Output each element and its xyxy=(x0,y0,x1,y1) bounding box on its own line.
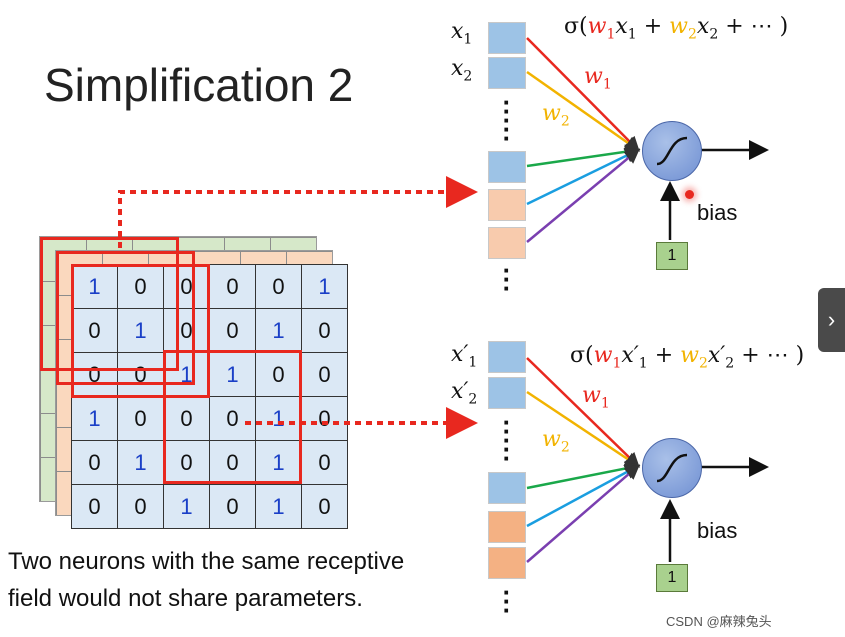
chevron-right-icon: › xyxy=(827,307,836,332)
bottom-input-label-2: x′2 xyxy=(451,379,478,408)
caption-line-2: field would not share parameters. xyxy=(8,585,363,612)
grid-cell: 1 xyxy=(72,265,118,309)
top-bias-input: 1 xyxy=(656,242,688,270)
grid-cell: 0 xyxy=(256,265,302,309)
grid-cell: 1 xyxy=(72,397,118,441)
grid-cell: 0 xyxy=(302,441,348,485)
bottom-input-box-4 xyxy=(488,511,526,543)
receptive-field-top xyxy=(71,264,210,398)
grid-cell: 0 xyxy=(72,309,118,353)
top-weight-label-1: w1 xyxy=(584,64,612,93)
top-bias-label: bias xyxy=(697,200,738,225)
receptive-field-back xyxy=(40,237,179,371)
grid-cell: 0 xyxy=(302,485,348,529)
grid-cell: 0 xyxy=(164,397,210,441)
grid-cell: 0 xyxy=(210,265,256,309)
bottom-weight-label-2: w2 xyxy=(542,427,570,456)
grid-cell: 0 xyxy=(118,265,164,309)
top-input-box-4 xyxy=(488,189,526,221)
top-input-box-5 xyxy=(488,227,526,259)
grid-cell: 0 xyxy=(164,441,210,485)
dotted-arrow-top xyxy=(118,176,478,248)
top-input-label-2: x2 xyxy=(451,56,473,85)
receptive-field-middle xyxy=(56,251,195,385)
sigmoid-icon xyxy=(656,136,688,166)
bottom-input-box-5 xyxy=(488,547,526,579)
top-vdots-lower: ··· xyxy=(502,255,512,303)
slide-caption: Two neurons with the same receptive fiel… xyxy=(8,543,404,617)
receptive-field-shifted xyxy=(163,350,302,484)
top-input-box-2 xyxy=(488,57,526,89)
top-input-box-1 xyxy=(488,22,526,54)
grid-cell: 1 xyxy=(164,485,210,529)
grid-cell: 1 xyxy=(256,485,302,529)
bottom-vdots-upper: ····· xyxy=(502,407,512,473)
top-formula: σ(w1x1 + w2x2 + ⋯ ) xyxy=(564,14,789,43)
grid-cell: 0 xyxy=(302,309,348,353)
grid-cell: 0 xyxy=(118,485,164,529)
bottom-vdots-lower: ··· xyxy=(502,577,512,625)
bottom-input-box-3 xyxy=(488,472,526,504)
bottom-input-box-1 xyxy=(488,341,526,373)
sigmoid-icon xyxy=(656,453,688,483)
top-input-label-1: x1 xyxy=(451,19,473,48)
bottom-bias-label: bias xyxy=(697,518,738,543)
caption-line-1: Two neurons with the same receptive xyxy=(8,548,405,575)
bottom-weight-label-1: w1 xyxy=(582,383,610,412)
bottom-bias-input: 1 xyxy=(656,564,688,592)
bottom-input-box-2 xyxy=(488,377,526,409)
bottom-formula: σ(w1x′1 + w2x′2 + ⋯ ) xyxy=(570,343,805,372)
grid-cell: 0 xyxy=(72,441,118,485)
grid-cell: 1 xyxy=(118,309,164,353)
top-neuron-sigmoid xyxy=(642,121,702,181)
grid-cell: 0 xyxy=(302,353,348,397)
next-slide-button[interactable]: › xyxy=(818,288,845,352)
top-weights xyxy=(526,37,641,243)
slide-title: Simplification 2 xyxy=(44,59,354,111)
grid-cell: 0 xyxy=(210,441,256,485)
watermark: CSDN @麻辣兔头 xyxy=(666,614,772,629)
grid-cell: 0 xyxy=(210,397,256,441)
top-vdots-upper: ····· xyxy=(502,87,512,153)
grid-cell: 1 xyxy=(302,265,348,309)
top-weight-label-2: w2 xyxy=(542,101,570,130)
bottom-input-label-1: x′1 xyxy=(451,342,478,371)
grid-cell: 0 xyxy=(72,485,118,529)
bottom-weights xyxy=(526,357,641,563)
grid-cell: 0 xyxy=(210,485,256,529)
top-input-box-3 xyxy=(488,151,526,183)
cursor-dot xyxy=(685,190,694,199)
grid-cell: 1 xyxy=(210,353,256,397)
bottom-neuron-sigmoid xyxy=(642,438,702,498)
